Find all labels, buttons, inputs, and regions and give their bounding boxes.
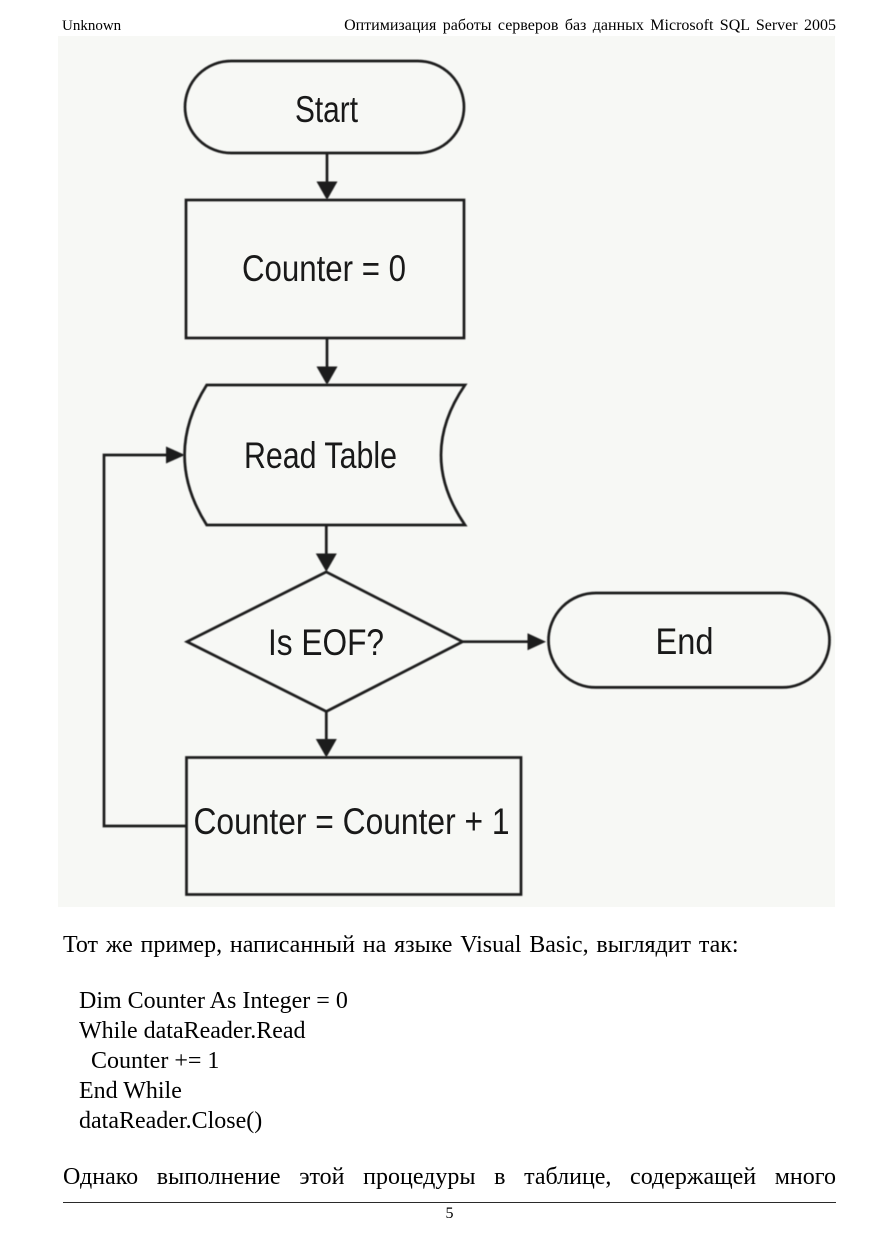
svg-text:End: End [656, 621, 714, 662]
svg-text:Counter = Counter + 1: Counter = Counter + 1 [194, 801, 510, 842]
svg-text:Is EOF?: Is EOF? [268, 622, 384, 663]
svg-text:Read Table: Read Table [244, 435, 397, 476]
svg-text:Start: Start [295, 89, 359, 130]
svg-text:Counter = 0: Counter = 0 [242, 248, 406, 289]
